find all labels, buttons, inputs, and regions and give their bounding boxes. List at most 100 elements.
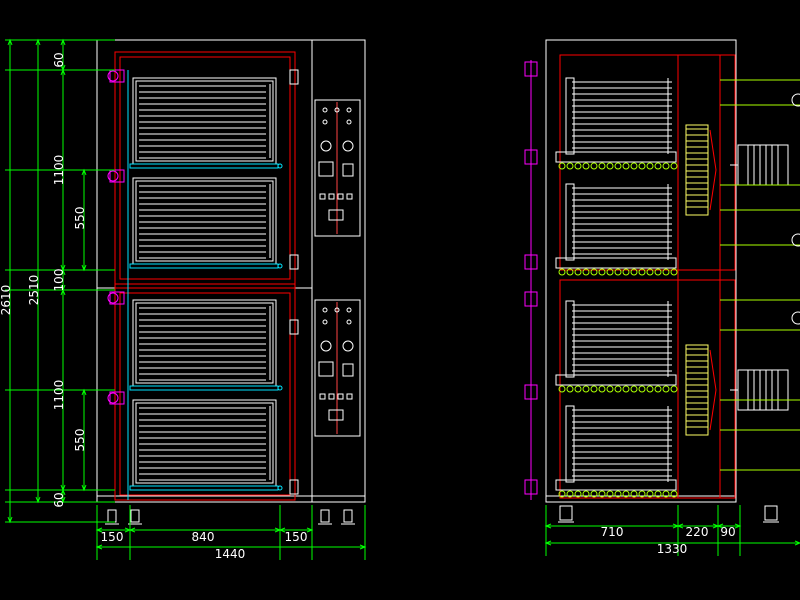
panel-box — [314, 99, 361, 237]
indicator — [346, 319, 352, 325]
side-roller — [558, 385, 566, 393]
side-roller — [574, 268, 582, 276]
side-roller — [606, 268, 614, 276]
side-roller — [622, 490, 630, 498]
hinge-pin — [107, 170, 119, 182]
side-roller — [646, 385, 654, 393]
tray-rack — [132, 77, 277, 165]
side-roller — [670, 490, 678, 498]
socket — [328, 209, 344, 221]
side-roller — [582, 490, 590, 498]
cyan-rail — [129, 485, 279, 491]
side-roller — [606, 385, 614, 393]
side-roller — [622, 268, 630, 276]
dim-fan-zone: 220 — [686, 525, 709, 539]
indicator — [334, 307, 340, 313]
side-roller — [654, 268, 662, 276]
side-roller — [646, 490, 654, 498]
deck-frame-inner — [119, 292, 291, 496]
side-roller — [606, 162, 614, 170]
dim-lower-deck: 1100 — [52, 380, 66, 411]
side-base — [545, 495, 737, 503]
side-roller — [598, 268, 606, 276]
foot — [320, 509, 330, 523]
tray-rack — [132, 177, 277, 265]
side-roller — [654, 162, 662, 170]
side-frame-lower — [559, 279, 736, 499]
front-outline — [96, 39, 366, 525]
button — [328, 393, 335, 400]
rail-end — [277, 263, 283, 269]
dim-total-inner: 2510 — [27, 275, 41, 306]
side-roller — [574, 162, 582, 170]
indicator — [322, 107, 328, 113]
side-roller — [614, 268, 622, 276]
side-roller — [654, 490, 662, 498]
side-roller — [582, 162, 590, 170]
dim-total-width: 1440 — [215, 547, 246, 561]
side-tray-base — [555, 374, 677, 386]
side-roller — [638, 490, 646, 498]
indicator — [346, 307, 352, 313]
side-roller — [622, 162, 630, 170]
side-roller — [670, 162, 678, 170]
vent-knob — [791, 93, 800, 107]
switch — [342, 363, 354, 377]
fan-coil — [685, 124, 709, 216]
button — [319, 393, 326, 400]
side-roller — [638, 162, 646, 170]
display — [318, 361, 334, 377]
button — [319, 193, 326, 200]
dim-chamber-depth: 710 — [601, 525, 624, 539]
side-foot — [559, 505, 573, 521]
side-roller — [614, 490, 622, 498]
hinge-pin — [107, 392, 119, 404]
side-roller — [630, 490, 638, 498]
dim-right-margin: 150 — [285, 530, 308, 544]
knob — [342, 140, 354, 152]
tray-rack — [132, 299, 277, 387]
side-roller — [558, 490, 566, 498]
side-roller — [630, 268, 638, 276]
side-roller — [670, 385, 678, 393]
indicator — [346, 119, 352, 125]
deck-frame-inner — [119, 56, 291, 280]
cyan-rail — [129, 385, 279, 391]
side-racks — [555, 77, 678, 498]
side-roller — [590, 385, 598, 393]
foot — [343, 509, 353, 523]
button — [346, 193, 353, 200]
hinge — [109, 391, 125, 405]
side-roller — [662, 162, 670, 170]
front-trays — [107, 69, 299, 500]
indicator — [322, 119, 328, 125]
indicator — [334, 107, 340, 113]
side-motors — [720, 79, 800, 471]
button — [328, 193, 335, 200]
latch — [289, 479, 299, 495]
side-roller — [614, 385, 622, 393]
indicator — [322, 319, 328, 325]
dim-total-outer: 2610 — [0, 285, 13, 316]
button — [346, 393, 353, 400]
knob — [342, 340, 354, 352]
button — [337, 393, 344, 400]
tray-rack-inner — [135, 80, 274, 162]
dim-h-depth-tick — [794, 540, 800, 546]
side-roller — [558, 162, 566, 170]
cyan-rail — [129, 263, 279, 269]
knob — [320, 140, 332, 152]
fan-shroud — [709, 129, 717, 211]
side-roller — [638, 268, 646, 276]
dim-upper-deck: 1100 — [52, 155, 66, 186]
latch — [289, 69, 299, 85]
tray-rack-inner — [135, 402, 274, 484]
side-roller — [590, 490, 598, 498]
motor-body — [737, 369, 789, 411]
hinge-pin — [107, 292, 119, 304]
side-roller — [566, 268, 574, 276]
indicator — [346, 107, 352, 113]
side-tray-base — [555, 151, 677, 163]
button — [337, 193, 344, 200]
dim-bottom-gap: 60 — [52, 492, 66, 507]
